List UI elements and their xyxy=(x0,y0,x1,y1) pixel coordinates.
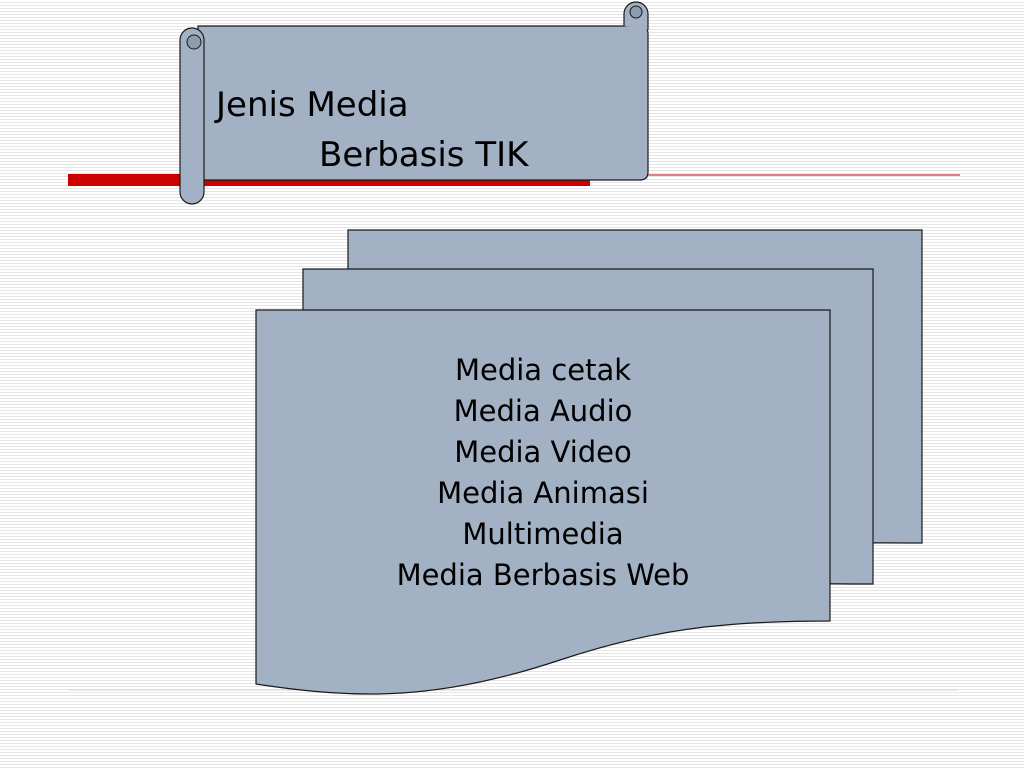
list-item-media-audio: Media Audio xyxy=(453,394,633,428)
list-item-media-video: Media Video xyxy=(454,435,632,469)
document-card-front xyxy=(255,309,831,695)
list-item-media-animasi: Media Animasi xyxy=(437,476,649,510)
media-type-list: Media cetak Media Audio Media Video Medi… xyxy=(256,350,830,596)
list-item-media-berbasis-web: Media Berbasis Web xyxy=(396,558,690,592)
list-item-media-cetak: Media cetak xyxy=(454,353,632,387)
slide-title-line-2: Berbasis TIK xyxy=(319,135,529,175)
slide-title: Jenis Media Berbasis TIK xyxy=(216,80,636,180)
slide-title-line-1: Jenis Media xyxy=(216,85,409,125)
list-item-multimedia: Multimedia xyxy=(462,517,624,551)
scroll-banner-shape xyxy=(179,1,649,205)
